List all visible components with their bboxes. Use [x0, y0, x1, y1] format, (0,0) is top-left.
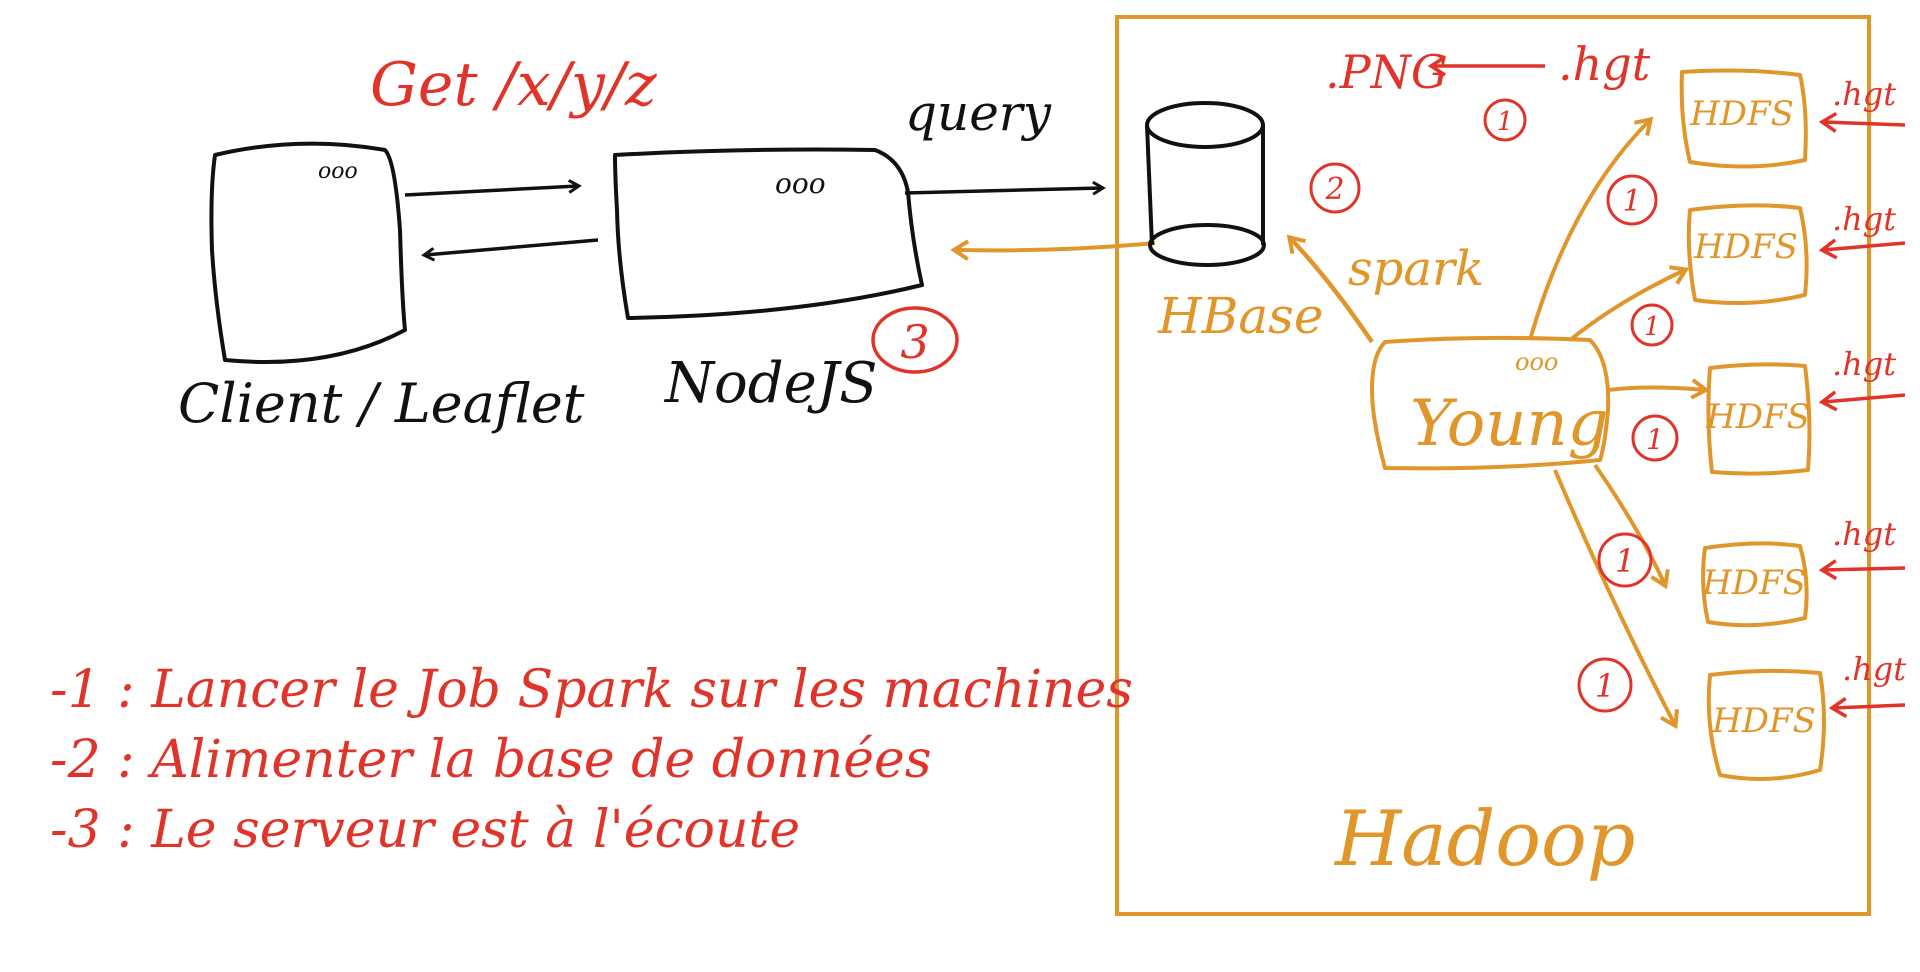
- client-node: ooo Client / Leaflet: [178, 141, 585, 435]
- hdfs-node-4: HDFS .hgt 1: [1597, 515, 1906, 628]
- client-label: Client / Leaflet: [178, 372, 585, 435]
- server-dots-icon: ooo: [775, 167, 826, 200]
- yarn-to-hdfs-4-arrow: [1593, 463, 1670, 590]
- yarn-node: ooo Young: [1370, 335, 1611, 471]
- step-1-hdfs-4-label: 1: [1615, 542, 1635, 580]
- step-1-png-badge: [1483, 98, 1527, 142]
- query-label: query: [905, 84, 1052, 142]
- server-to-client-arrow: [425, 238, 599, 255]
- client-to-server-arrow: [404, 186, 578, 197]
- server-node: ooo NodeJS 3: [613, 147, 959, 416]
- hdfs-1-label: HDFS: [1689, 94, 1794, 134]
- yarn-to-hdfs-2-arrow: [1568, 265, 1690, 342]
- step-1-hdfs-3-label: 1: [1646, 423, 1664, 456]
- hdfs-node-1: HDFS .hgt 1: [1606, 68, 1906, 226]
- step-1-hdfs-4-badge: [1597, 532, 1653, 588]
- hdfs-4-input: .hgt: [1832, 515, 1896, 553]
- hdfs-5-input: .hgt: [1842, 650, 1906, 688]
- png-label: .PNG: [1325, 45, 1448, 99]
- hgt-to-hdfs-4-arrow: [1818, 559, 1906, 581]
- hdfs-node-3: HDFS .hgt 1: [1631, 345, 1906, 476]
- yarn-to-hdfs-1-arrow: [1528, 116, 1654, 341]
- step-1-hdfs-5-label: 1: [1595, 667, 1615, 705]
- yarn-label: Young: [1410, 387, 1609, 461]
- hdfs-3-input: .hgt: [1832, 345, 1896, 383]
- legend-step-3: -3 : Le serveur est à l'écoute: [50, 800, 801, 860]
- yarn-to-hdfs-3-arrow: [1607, 378, 1710, 400]
- hgt-to-hdfs-1-arrow: [1818, 111, 1906, 133]
- hdfs-2-input: .hgt: [1832, 200, 1896, 238]
- hbase-label: HBase: [1157, 287, 1323, 345]
- step-2-badge: [1309, 162, 1361, 214]
- step-2-label: 2: [1324, 172, 1344, 207]
- hgt-to-hdfs-2-arrow: [1818, 238, 1906, 260]
- step-1-hdfs-1-badge: [1606, 174, 1658, 226]
- step-1-hdfs-2-badge: [1630, 303, 1674, 347]
- yarn-dots-icon: ooo: [1515, 348, 1558, 376]
- step-1-hdfs-5-badge: [1577, 657, 1633, 713]
- hdfs-3-label: HDFS: [1705, 397, 1810, 437]
- step-1-hdfs-2-label: 1: [1644, 312, 1661, 342]
- spark-label: spark: [1348, 241, 1484, 297]
- hadoop-frame: [1115, 15, 1871, 916]
- step-1-png-label: 1: [1497, 107, 1514, 137]
- query-arrow: [904, 188, 1102, 193]
- legend-step-1: -1 : Lancer le Job Spark sur les machine…: [50, 660, 1133, 720]
- legend: -1 : Lancer le Job Spark sur les machine…: [50, 655, 1133, 865]
- hdfs-4-label: HDFS: [1701, 563, 1806, 603]
- hgt-to-hdfs-3-arrow: [1818, 390, 1906, 412]
- hgt-source-label: .hgt: [1558, 37, 1651, 91]
- legend-step-2: -2 : Alimenter la base de données: [50, 730, 932, 790]
- step-1-hdfs-3-badge: [1631, 414, 1679, 462]
- hdfs-node-2: HDFS .hgt 1: [1630, 200, 1906, 347]
- hdfs-1-input: .hgt: [1832, 75, 1896, 113]
- hgt-to-hdfs-5-arrow: [1828, 697, 1906, 718]
- yarn-to-hdfs-5-arrow: [1553, 469, 1679, 730]
- step-3-label: 3: [900, 315, 929, 369]
- spark-arrow: [1286, 234, 1374, 344]
- request-label: Get /x/y/z: [370, 50, 657, 120]
- hbase-to-server-arrow: [950, 239, 1156, 261]
- hbase-node: HBase 2: [1145, 101, 1361, 345]
- client-dots-icon: ooo: [318, 159, 358, 184]
- hdfs-node-5: HDFS .hgt 1: [1577, 650, 1906, 781]
- step-1-hdfs-1-label: 1: [1622, 184, 1641, 219]
- hadoop-label: Hadoop: [1333, 794, 1635, 883]
- step-3-badge: [871, 306, 959, 374]
- hdfs-5-label: HDFS: [1711, 701, 1816, 741]
- server-label: NodeJS: [663, 351, 878, 416]
- hdfs-2-label: HDFS: [1693, 227, 1798, 267]
